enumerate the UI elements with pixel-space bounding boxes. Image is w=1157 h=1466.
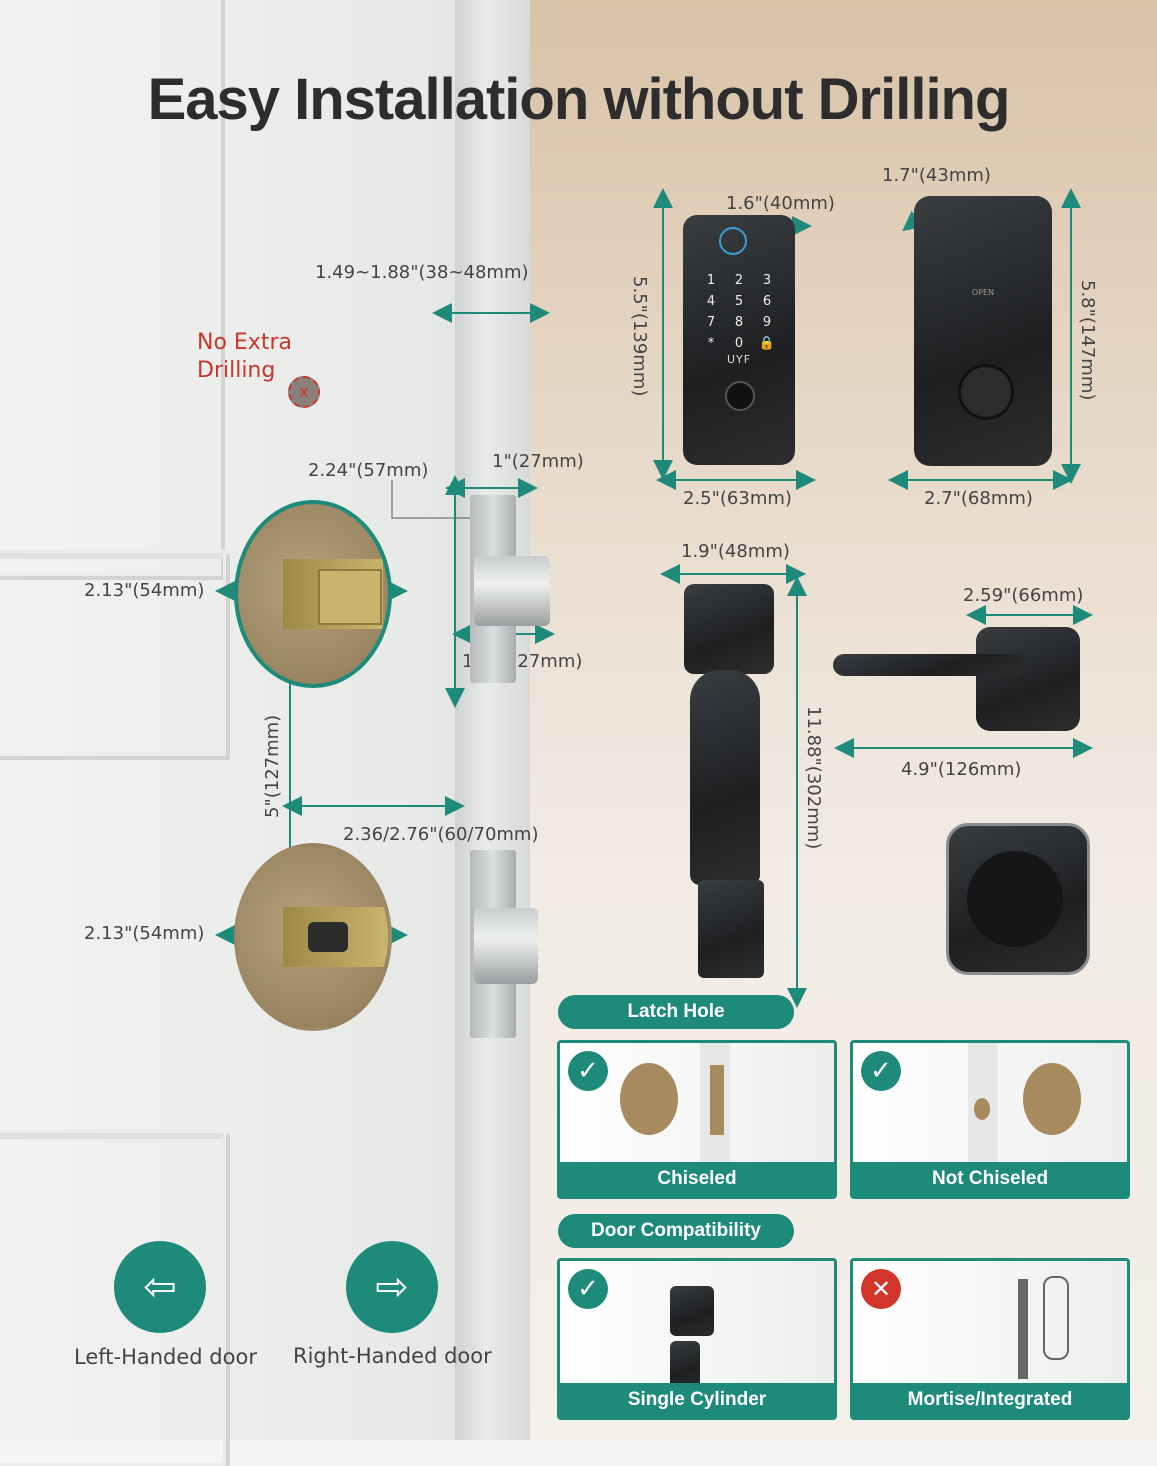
chisel-mark [710,1065,724,1135]
compat-option-single-cylinder: ✓ Single Cylinder [557,1258,837,1420]
x-mark-icon: x [288,376,320,408]
compat-option-label: Single Cylinder [560,1383,834,1417]
compat-option-label: Mortise/Integrated [853,1383,1127,1417]
dim-interior-h: 5.8"(147mm) [1077,280,1098,401]
dim-keypad-h: 5.5"(139mm) [629,276,650,397]
check-icon: ✓ [568,1269,608,1309]
dim-interior-w-top: 1.7"(43mm) [882,165,991,186]
key-lock[interactable]: 🔒 [758,336,776,351]
key-8[interactable]: 8 [734,315,744,330]
dim-hole-bottom-h: 2.13"(54mm) [84,923,205,944]
latch-option-not-chiseled: ✓ Not Chiseled [850,1040,1130,1199]
keyhole-icon [725,381,755,411]
latch-option-label: Chiseled [560,1162,834,1196]
keypad-grid: 1 2 3 4 5 6 7 8 9 * 0 🔒 [697,273,781,351]
brand-logo: UYF [726,353,752,366]
dim-lever-plate: 2.59"(66mm) [963,585,1084,606]
bore-hole [620,1063,678,1135]
key-6[interactable]: 6 [762,294,772,309]
thumb-turn [958,364,1014,420]
latch-hole-heading: Latch Hole [558,995,794,1029]
check-icon: ✓ [861,1051,901,1091]
keypad-exterior-unit: 1 2 3 4 5 6 7 8 9 * 0 🔒 UYF [683,215,795,465]
compat-option-mortise: ✕ Mortise/Integrated [850,1258,1130,1420]
dim-handle-w: 1.9"(48mm) [681,541,790,562]
deadbolt-hole [234,500,392,688]
no-drill-line1: No Extra [197,330,292,355]
key-4[interactable]: 4 [706,294,716,309]
no-drill-line2: Drilling [197,358,276,383]
right-handed-label: Right-Handed door [293,1344,492,1368]
latch-bolt [474,908,538,984]
page-title: Easy Installation without Drilling [147,67,1011,132]
key-7[interactable]: 7 [706,315,716,330]
no-drill-label: No Extra Drilling [197,329,292,385]
dim-spacing: 5"(127mm) [262,714,283,818]
bore-hole [1023,1063,1081,1135]
dim-hole-top-h: 2.13"(54mm) [84,580,205,601]
handle-grip [690,670,760,885]
latch-option-chiseled: ✓ Chiseled [557,1040,837,1199]
mini-handle [670,1341,700,1391]
door-edge [455,0,530,1440]
latch-slot [308,922,348,952]
mortise-handle [1043,1276,1069,1360]
dim-hole-top-dia: 2.24"(57mm) [308,460,429,481]
round-knob-unit [946,823,1090,975]
key-5[interactable]: 5 [734,294,744,309]
check-icon: ✓ [568,1051,608,1091]
door-surface [0,0,530,1440]
key-0[interactable]: 0 [734,336,744,351]
handle-bottom-plate [698,880,764,978]
mortise-plate [1018,1279,1028,1379]
latch-hole [234,843,392,1031]
open-label: OPEN [971,288,995,297]
door-compat-heading: Door Compatibility [558,1214,794,1248]
lever-arm [833,654,1023,676]
dim-lever-len: 4.9"(126mm) [901,759,1022,780]
dim-keypad-w-top: 1.6"(40mm) [726,193,835,214]
handle-top-plate [684,584,774,674]
fingerprint-sensor-icon [719,227,747,255]
dim-backset2: 2.36/2.76"(60/70mm) [343,824,539,845]
dim-interior-w: 2.7"(68mm) [924,488,1033,509]
dim-handle-h: 11.88"(302mm) [803,706,824,850]
lever-rose [976,627,1080,731]
door-panel-top [0,0,221,576]
latch-bore [974,1098,990,1120]
latch-faceplate [318,569,382,625]
dim-latch-plate-w: 1"(27mm) [492,451,584,472]
left-hand-door-icon: ⇦ [114,1241,206,1333]
key-9[interactable]: 9 [762,315,772,330]
key-star[interactable]: * [707,336,715,351]
mini-lock [670,1286,714,1336]
dim-backset: 1.49~1.88"(38~48mm) [315,262,529,283]
dim-keypad-w: 2.5"(63mm) [683,488,792,509]
deadbolt-bolt [474,556,550,626]
latch-option-label: Not Chiseled [853,1162,1127,1196]
interior-unit: OPEN [914,196,1052,466]
right-hand-door-icon: ⇨ [346,1241,438,1333]
knob-button [967,851,1063,947]
key-2[interactable]: 2 [734,273,744,288]
key-1[interactable]: 1 [706,273,716,288]
door-panel-middle [0,550,226,756]
key-3[interactable]: 3 [762,273,772,288]
cross-icon: ✕ [861,1269,901,1309]
left-handed-label: Left-Handed door [74,1345,257,1369]
